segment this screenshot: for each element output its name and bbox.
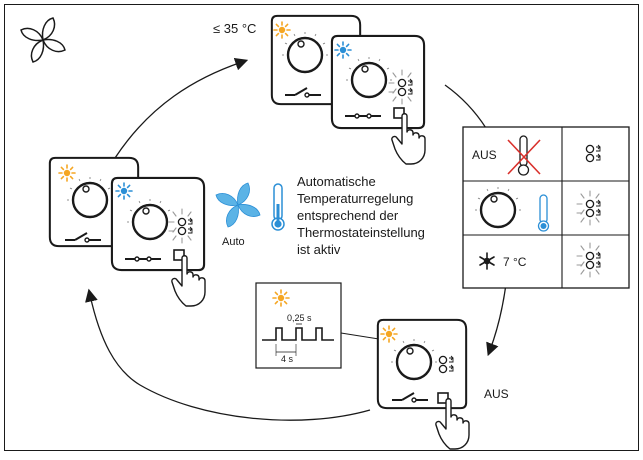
max-temp-label: ≤ 35 °C [213,21,256,36]
top-device-group: ≤ 35 °C [213,16,426,165]
frost-icon [479,252,495,270]
pulse-duration-label: 0,25 s [287,313,312,323]
auto-mode-group: Auto Automatische Temperaturregelung ent… [215,174,425,257]
sun-led-icon [58,164,76,182]
power-button [437,392,449,404]
fan-icon [20,17,66,63]
power-button [393,107,405,119]
pulse-waveform [262,327,334,341]
auto-label: Auto [222,236,245,248]
fan-icon [215,182,261,228]
off-label: AUS [484,387,509,401]
timing-inset: 0,25 s 4 s [255,282,386,369]
table-row1-label: AUS [472,148,497,162]
description-line-3: entsprechend der [297,208,399,223]
snowflake-led-icon [334,41,352,59]
left-device-group [50,158,206,307]
period-label: 4 s [281,354,294,364]
description-line-1: Automatische [297,174,376,189]
description-line-5: ist aktiv [297,242,341,257]
bottom-device-group: AUS [378,320,509,450]
sun-led-icon [380,325,398,343]
snowflake-led-icon [115,182,133,200]
outer-frame [4,4,639,451]
thermometer-icon [537,194,550,232]
description-line-4: Thermostateinstellung [297,225,425,240]
thermometer-off-icon [507,135,541,176]
status-table: AUS 7 °C [462,126,630,289]
sun-led-icon [273,21,291,39]
sun-led-icon [272,289,290,307]
thermometer-icon [271,183,285,231]
table-row3-label: 7 °C [503,255,527,269]
power-button [173,249,185,261]
description-line-2: Temperaturregelung [297,191,413,206]
